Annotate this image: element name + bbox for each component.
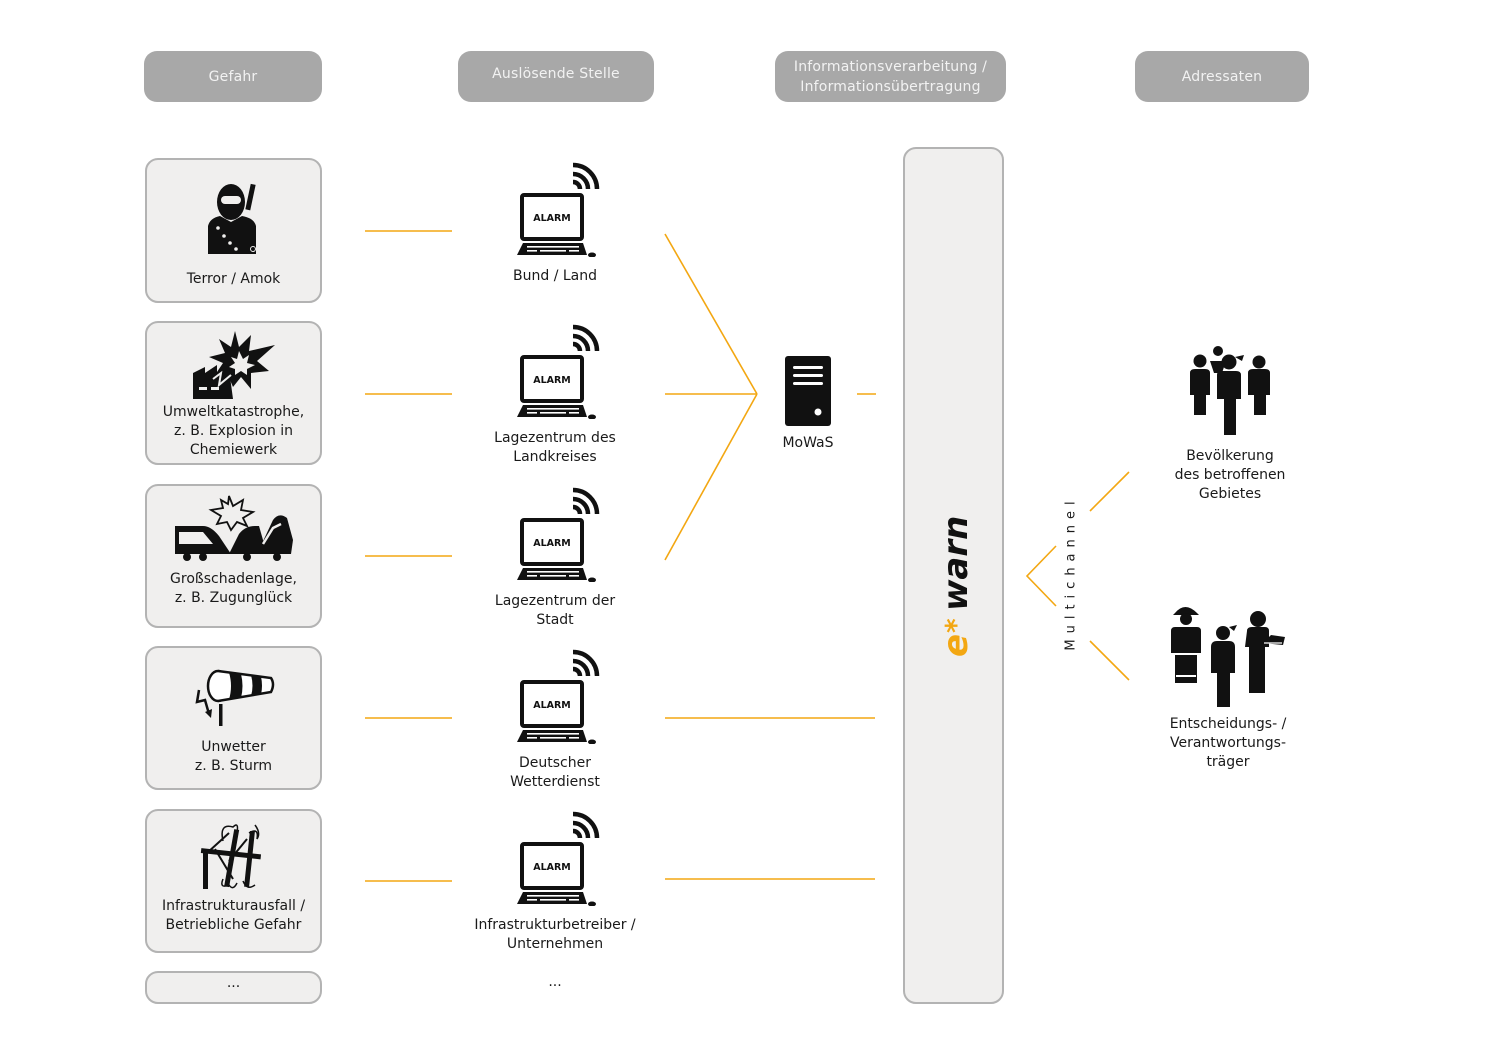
source-label: Infrastrukturbetreiber /Unternehmen	[474, 917, 636, 952]
hazard-label: Terror / Amok	[186, 271, 281, 287]
ewarn-platform	[903, 147, 1004, 1004]
header-adressaten-label: Adressaten	[1181, 68, 1263, 85]
alarm-computer-icon: ALARM	[517, 649, 600, 745]
alarm-computer: ALARM	[507, 648, 603, 748]
train-crash-icon	[174, 495, 293, 561]
header-gefahr: Gefahr	[144, 51, 322, 102]
source-infrastrukturbetreiber: ALARM Infrastrukturbetreiber /Unternehme…	[455, 810, 655, 954]
chemical-explosion-icon	[192, 331, 275, 399]
mowas-label: MoWaS	[782, 435, 834, 451]
hazard-label: Großschadenlage,z. B. Zugunglück	[170, 571, 297, 606]
ewarn-logo-star: *	[940, 618, 972, 633]
header-info-line1: Informationsverarbeitung /	[793, 58, 988, 75]
source-label: Bund / Land	[513, 268, 597, 284]
header-informationsverarbeitung: Informationsverarbeitung / Informationsü…	[775, 51, 1006, 102]
header-adressaten: Adressaten	[1135, 51, 1309, 102]
broken-infrastructure-icon	[200, 824, 261, 889]
terrorist-icon	[207, 183, 256, 254]
hazard-card-more: ...	[145, 971, 322, 1004]
hazard-card-terror: Terror / Amok	[145, 158, 322, 303]
alarm-screen-text: ALARM	[533, 375, 571, 386]
alarm-computer-icon: ALARM	[517, 811, 600, 907]
multichannel-chevron	[1025, 545, 1057, 607]
multichannel-label: Multichannel	[1063, 495, 1079, 651]
alarm-computer: ALARM	[507, 486, 603, 586]
alarm-screen-text: ALARM	[533, 213, 571, 224]
alarm-computer-icon: ALARM	[517, 487, 600, 583]
alarm-computer-icon: ALARM	[517, 324, 600, 420]
ewarn-logo: e * warn	[940, 516, 972, 657]
recipient-entscheidungstraeger: Entscheidungs- /Verantwortungs-träger	[1148, 603, 1308, 772]
server-icon	[785, 356, 831, 426]
alarm-computer: ALARM	[507, 161, 603, 261]
hazard-label: Infrastrukturausfall /Betriebliche Gefah…	[161, 898, 306, 933]
alarm-screen-text: ALARM	[533, 700, 571, 711]
header-ausloesende-stelle-label: Auslösende Stelle	[492, 65, 620, 82]
population-group-icon	[1190, 346, 1270, 435]
ewarn-logo-e: e	[940, 634, 972, 657]
decision-makers-icon	[1171, 607, 1285, 707]
hazard-card-grossschadenlage: Großschadenlage,z. B. Zugunglück	[145, 484, 322, 628]
header-ausloesende-stelle: Auslösende Stelle	[458, 51, 654, 102]
alarm-screen-text: ALARM	[533, 538, 571, 549]
alarm-computer-icon: ALARM	[517, 162, 600, 258]
ewarn-logo-warn: warn	[940, 516, 972, 611]
alarm-computer: ALARM	[507, 323, 603, 423]
header-gefahr-label: Gefahr	[208, 68, 258, 85]
connector-to-decision-makers	[1089, 640, 1130, 681]
mowas-node: MoWaS	[728, 356, 888, 453]
sources-more: ...	[548, 974, 562, 990]
source-bund-land: ALARM Bund / Land	[455, 161, 655, 286]
connector-source-3-mowas	[664, 393, 758, 561]
alarm-screen-text: ALARM	[533, 862, 571, 873]
recipient-label: Entscheidungs- /Verantwortungs-träger	[1169, 716, 1287, 770]
alarm-computer: ALARM	[507, 810, 603, 910]
connector-to-population	[1089, 471, 1130, 512]
hazard-more-label: ...	[226, 975, 241, 991]
hazard-card-infrastrukturausfall: Infrastrukturausfall /Betriebliche Gefah…	[145, 809, 322, 953]
windsock-storm-icon	[194, 669, 274, 726]
connector-source-1-mowas	[664, 233, 758, 395]
header-info-line2: Informationsübertragung	[800, 78, 981, 95]
